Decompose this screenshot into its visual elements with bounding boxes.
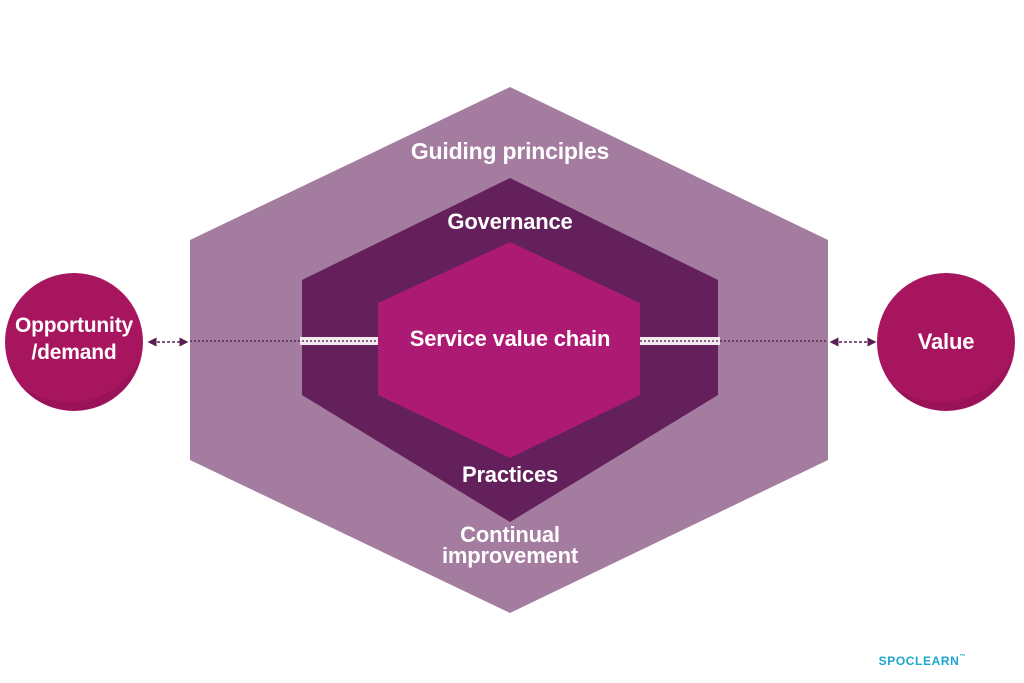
practices-label: Practices bbox=[461, 462, 559, 487]
opportunity-demand-node bbox=[5, 273, 143, 411]
value-node-shade bbox=[892, 360, 1012, 411]
brand-logo-mark: ™ bbox=[959, 654, 966, 660]
continual-improvement-label-line2: improvement bbox=[442, 543, 578, 568]
opportunity-node-shade bbox=[20, 360, 140, 411]
opportunity-label-line2: /demand bbox=[31, 341, 117, 364]
core-hexagon bbox=[378, 242, 640, 458]
brand-logo-text: SPOCLEARN bbox=[878, 654, 960, 668]
opportunity-label-line1: Opportunity bbox=[15, 314, 133, 337]
value-label: Value bbox=[917, 329, 975, 354]
value-node bbox=[877, 273, 1015, 411]
governance-label: Governance bbox=[447, 209, 573, 234]
service-value-chain-label: Service value chain bbox=[409, 326, 611, 351]
guiding-principles-label: Guiding principles bbox=[410, 138, 610, 164]
continual-improvement-label-line1: Continual bbox=[460, 522, 560, 547]
brand-logo: SPOCLEARN™ bbox=[879, 654, 966, 668]
